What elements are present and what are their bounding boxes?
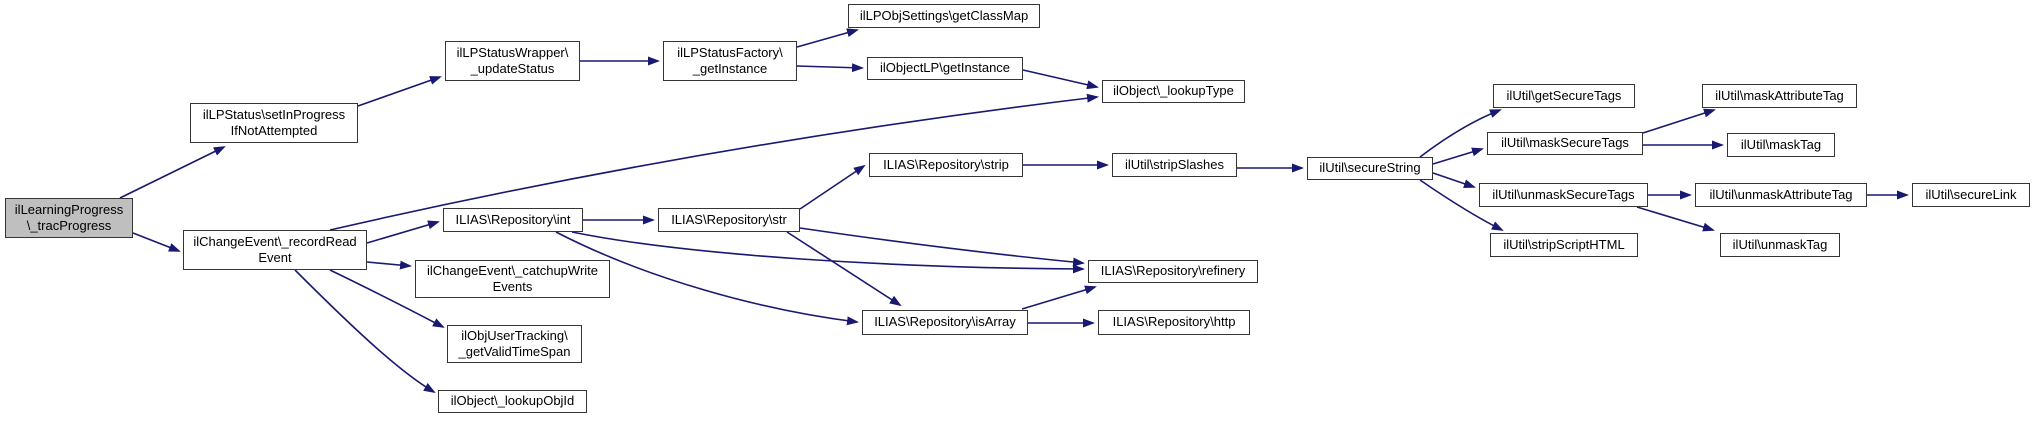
node-setInProgress[interactable]: ilLPStatus\setInProgress IfNotAttempted bbox=[190, 103, 358, 143]
node-lookupObjId[interactable]: ilObject\_lookupObjId bbox=[438, 390, 587, 413]
node-repoRefinery[interactable]: ILIAS\Repository\refinery bbox=[1088, 260, 1258, 283]
edge-secureString-stripScriptHTML bbox=[1419, 179, 1504, 231]
edge-maskSecureTags-maskAttributeTag bbox=[1642, 108, 1716, 134]
node-tracProgress[interactable]: ilLearningProgress \_tracProgress bbox=[5, 198, 133, 238]
edge-unmaskSecureTags-unmaskTag bbox=[1636, 206, 1715, 232]
node-secureLink[interactable]: ilUtil\secureLink bbox=[1912, 183, 2030, 207]
node-stripSlashes[interactable]: ilUtil\stripSlashes bbox=[1112, 153, 1237, 177]
edge-repoIsArray-repoRefinery bbox=[1021, 285, 1097, 310]
node-maskAttributeTag[interactable]: ilUtil\maskAttributeTag bbox=[1702, 84, 1857, 108]
node-maskSecureTags[interactable]: ilUtil\maskSecureTags bbox=[1487, 132, 1643, 155]
edge-repoStr-repoRefinery bbox=[799, 227, 1085, 267]
node-unmaskAttributeTag[interactable]: ilUtil\unmaskAttributeTag bbox=[1695, 183, 1867, 207]
edge-factoryGetInstance-getClassMap bbox=[796, 28, 859, 48]
node-catchupWriteEvents[interactable]: ilChangeEvent\_catchupWrite Events bbox=[415, 260, 610, 298]
node-unmaskTag[interactable]: ilUtil\unmaskTag bbox=[1720, 233, 1840, 257]
node-repoIsArray[interactable]: ILIAS\Repository\isArray bbox=[862, 310, 1028, 335]
node-repoStr[interactable]: ILIAS\Repository\str bbox=[658, 208, 800, 232]
edge-repoInt-repoIsArray bbox=[555, 231, 859, 326]
node-factoryGetInstance[interactable]: ilLPStatusFactory\ _getInstance bbox=[663, 41, 797, 81]
node-secureString[interactable]: ilUtil\secureString bbox=[1307, 157, 1433, 180]
node-objectLPgetInstance[interactable]: ilObjectLP\getInstance bbox=[867, 57, 1023, 80]
node-repoStrip[interactable]: ILIAS\Repository\strip bbox=[869, 153, 1023, 177]
edge-setInProgress-updateStatus bbox=[357, 76, 442, 107]
node-recordReadEvent[interactable]: ilChangeEvent\_recordRead Event bbox=[183, 230, 367, 270]
edge-secureString-unmaskSecureTags bbox=[1432, 172, 1476, 189]
node-maskTag[interactable]: ilUtil\maskTag bbox=[1727, 133, 1835, 157]
node-getSecureTags[interactable]: ilUtil\getSecureTags bbox=[1493, 84, 1635, 108]
edge-recordReadEvent-catchupWriteEvents bbox=[366, 260, 412, 270]
node-getValidTimeSpan[interactable]: ilObjUserTracking\ _getValidTimeSpan bbox=[447, 325, 582, 363]
edge-recordReadEvent-getValidTimeSpan bbox=[329, 269, 445, 328]
edge-repoStr-repoStrip bbox=[799, 164, 866, 210]
node-getClassMap[interactable]: ilLPObjSettings\getClassMap bbox=[848, 4, 1040, 28]
edge-tracProgress-setInProgress bbox=[119, 146, 226, 199]
edge-secureString-getSecureTags bbox=[1419, 109, 1502, 158]
node-unmaskSecureTags[interactable]: ilUtil\unmaskSecureTags bbox=[1479, 183, 1648, 207]
edge-factoryGetInstance-objectLPgetInstance bbox=[796, 63, 864, 73]
edge-tracProgress-recordReadEvent bbox=[132, 232, 181, 252]
node-repoInt[interactable]: ILIAS\Repository\int bbox=[443, 208, 583, 232]
node-updateStatus[interactable]: ilLPStatusWrapper\ _updateStatus bbox=[445, 41, 580, 81]
edge-recordReadEvent-lookupObjId bbox=[294, 269, 436, 394]
edge-repoStr-repoIsArray bbox=[786, 231, 902, 307]
edge-objectLPgetInstance-lookupType bbox=[1022, 69, 1099, 90]
edge-recordReadEvent-lookupType bbox=[329, 93, 1099, 231]
edge-repoInt-repoRefinery bbox=[571, 231, 1085, 274]
node-stripScriptHTML[interactable]: ilUtil\stripScriptHTML bbox=[1490, 233, 1638, 257]
node-lookupType[interactable]: ilObject\_lookupType bbox=[1102, 80, 1245, 103]
edge-secureString-maskSecureTags bbox=[1432, 147, 1484, 165]
edge-recordReadEvent-repoInt bbox=[366, 220, 440, 244]
node-repoHttp[interactable]: ILIAS\Repository\http bbox=[1098, 310, 1250, 335]
